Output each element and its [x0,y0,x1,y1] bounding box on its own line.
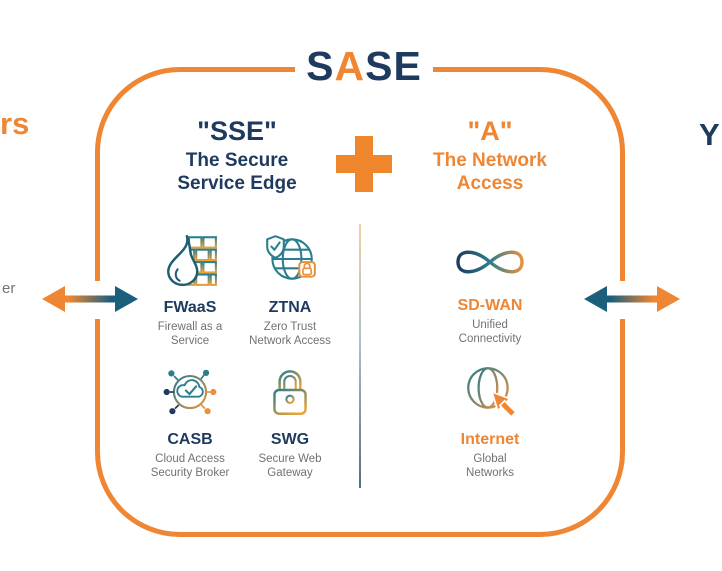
item-description: Secure Web Gateway [258,453,322,479]
clipped-text-left-middle: er [2,280,16,297]
column-divider [359,224,361,488]
item-description: Unified Connectivity [458,319,522,345]
globe-shield-lock-icon [261,230,319,293]
list-item-fwaas: FWaaS Firewall as a Service [138,230,242,348]
title-part-s: S [306,43,335,89]
network-access-subheading: The Network Access [432,150,548,194]
clipped-text-left-top: rs [0,106,30,141]
item-description: Cloud Access Security Broker [150,453,230,479]
globe-cursor-icon [461,362,519,425]
padlock-icon [261,362,319,425]
item-label: CASB [167,431,213,448]
list-item-sdwan: SD-WAN Unified Connectivity [438,238,542,346]
title-part-a: A [334,43,366,89]
page-title: SASE [295,44,433,88]
plus-icon [336,136,392,197]
firewall-flame-icon [161,230,219,293]
title-part-se: SE [365,43,422,89]
sse-heading: "SSE" [197,116,277,146]
cloud-check-network-icon [161,362,219,425]
item-description: Zero Trust Network Access [249,321,331,347]
item-description: Firewall as a Service [157,321,223,347]
list-item-ztna: ZTNA Zero Trust Network Access [238,230,342,348]
item-label: ZTNA [268,299,312,316]
network-access-heading-block: "A" The Network Access [405,116,575,195]
sse-subheading: The Secure Service Edge [177,150,297,194]
list-item-casb: CASB Cloud Access Security Broker [138,362,242,480]
infinity-icon [448,238,532,291]
left-bidirectional-arrow-icon [42,283,138,320]
item-label: SD-WAN [457,297,523,314]
clipped-text-right-top: Y [699,117,720,152]
network-access-heading: "A" [467,116,513,146]
sse-heading-block: "SSE" The Secure Service Edge [152,116,322,195]
item-label: Internet [460,431,520,448]
list-item-swg: SWG Secure Web Gateway [238,362,342,480]
list-item-internet: Internet Global Networks [438,362,542,480]
item-description: Global Networks [466,453,514,479]
right-bidirectional-arrow-icon [584,283,680,320]
item-label: SWG [270,431,310,448]
item-label: FWaaS [163,299,217,316]
